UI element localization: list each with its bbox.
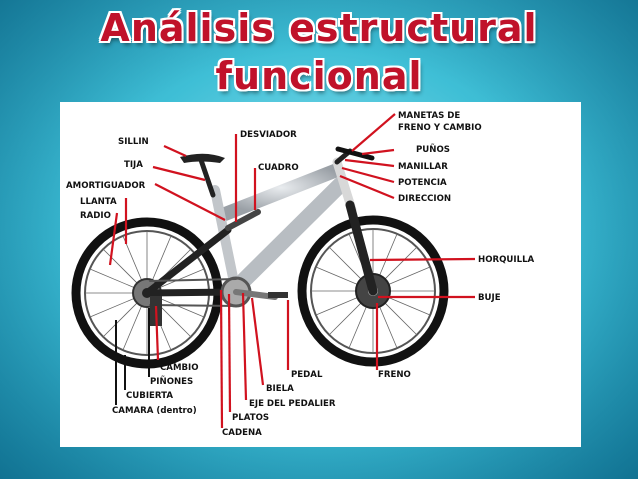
label-cubierta: CUBIERTA [126, 391, 173, 401]
label-camara: CAMARA (dentro) [112, 406, 197, 416]
label-pinones: PIÑONES [150, 376, 193, 387]
label-manetas-line2: FRENO Y CAMBIO [398, 123, 482, 133]
label-tija: TIJA [124, 160, 143, 170]
label-llanta: LLANTA [80, 197, 117, 207]
label-cuadro: CUADRO [258, 163, 299, 173]
leader-lines-red [108, 113, 476, 429]
label-biela: BIELA [266, 384, 294, 394]
label-radio: RADIO [80, 211, 111, 221]
leader-lines-black [115, 308, 150, 405]
label-pedal: PEDAL [291, 370, 323, 380]
label-desviador: DESVIADOR [240, 130, 297, 140]
bike-frame [143, 146, 378, 326]
label-sillin: SILLIN [118, 137, 149, 147]
label-eje-pedalier: EJE DEL PEDALIER [249, 399, 336, 409]
label-cadena: CADENA [222, 428, 262, 438]
slide-title-line-1: Análisis estructural [100, 6, 538, 50]
label-manillar: MANILLAR [398, 162, 448, 172]
label-cambio: CAMBIO [160, 363, 199, 373]
label-potencia: POTENCIA [398, 178, 447, 188]
label-horquilla: HORQUILLA [478, 255, 535, 265]
label-direccion: DIRECCION [398, 194, 451, 204]
label-manetas-line1: MANETAS DE [398, 111, 460, 121]
label-freno: FRENO [378, 370, 411, 380]
label-buje: BUJE [478, 293, 501, 303]
label-platos: PLATOS [232, 413, 269, 423]
label-amortiguador: AMORTIGUADOR [66, 181, 146, 191]
label-punos: PUÑOS [416, 144, 450, 155]
slide-title-line-2: funcional [215, 54, 423, 98]
